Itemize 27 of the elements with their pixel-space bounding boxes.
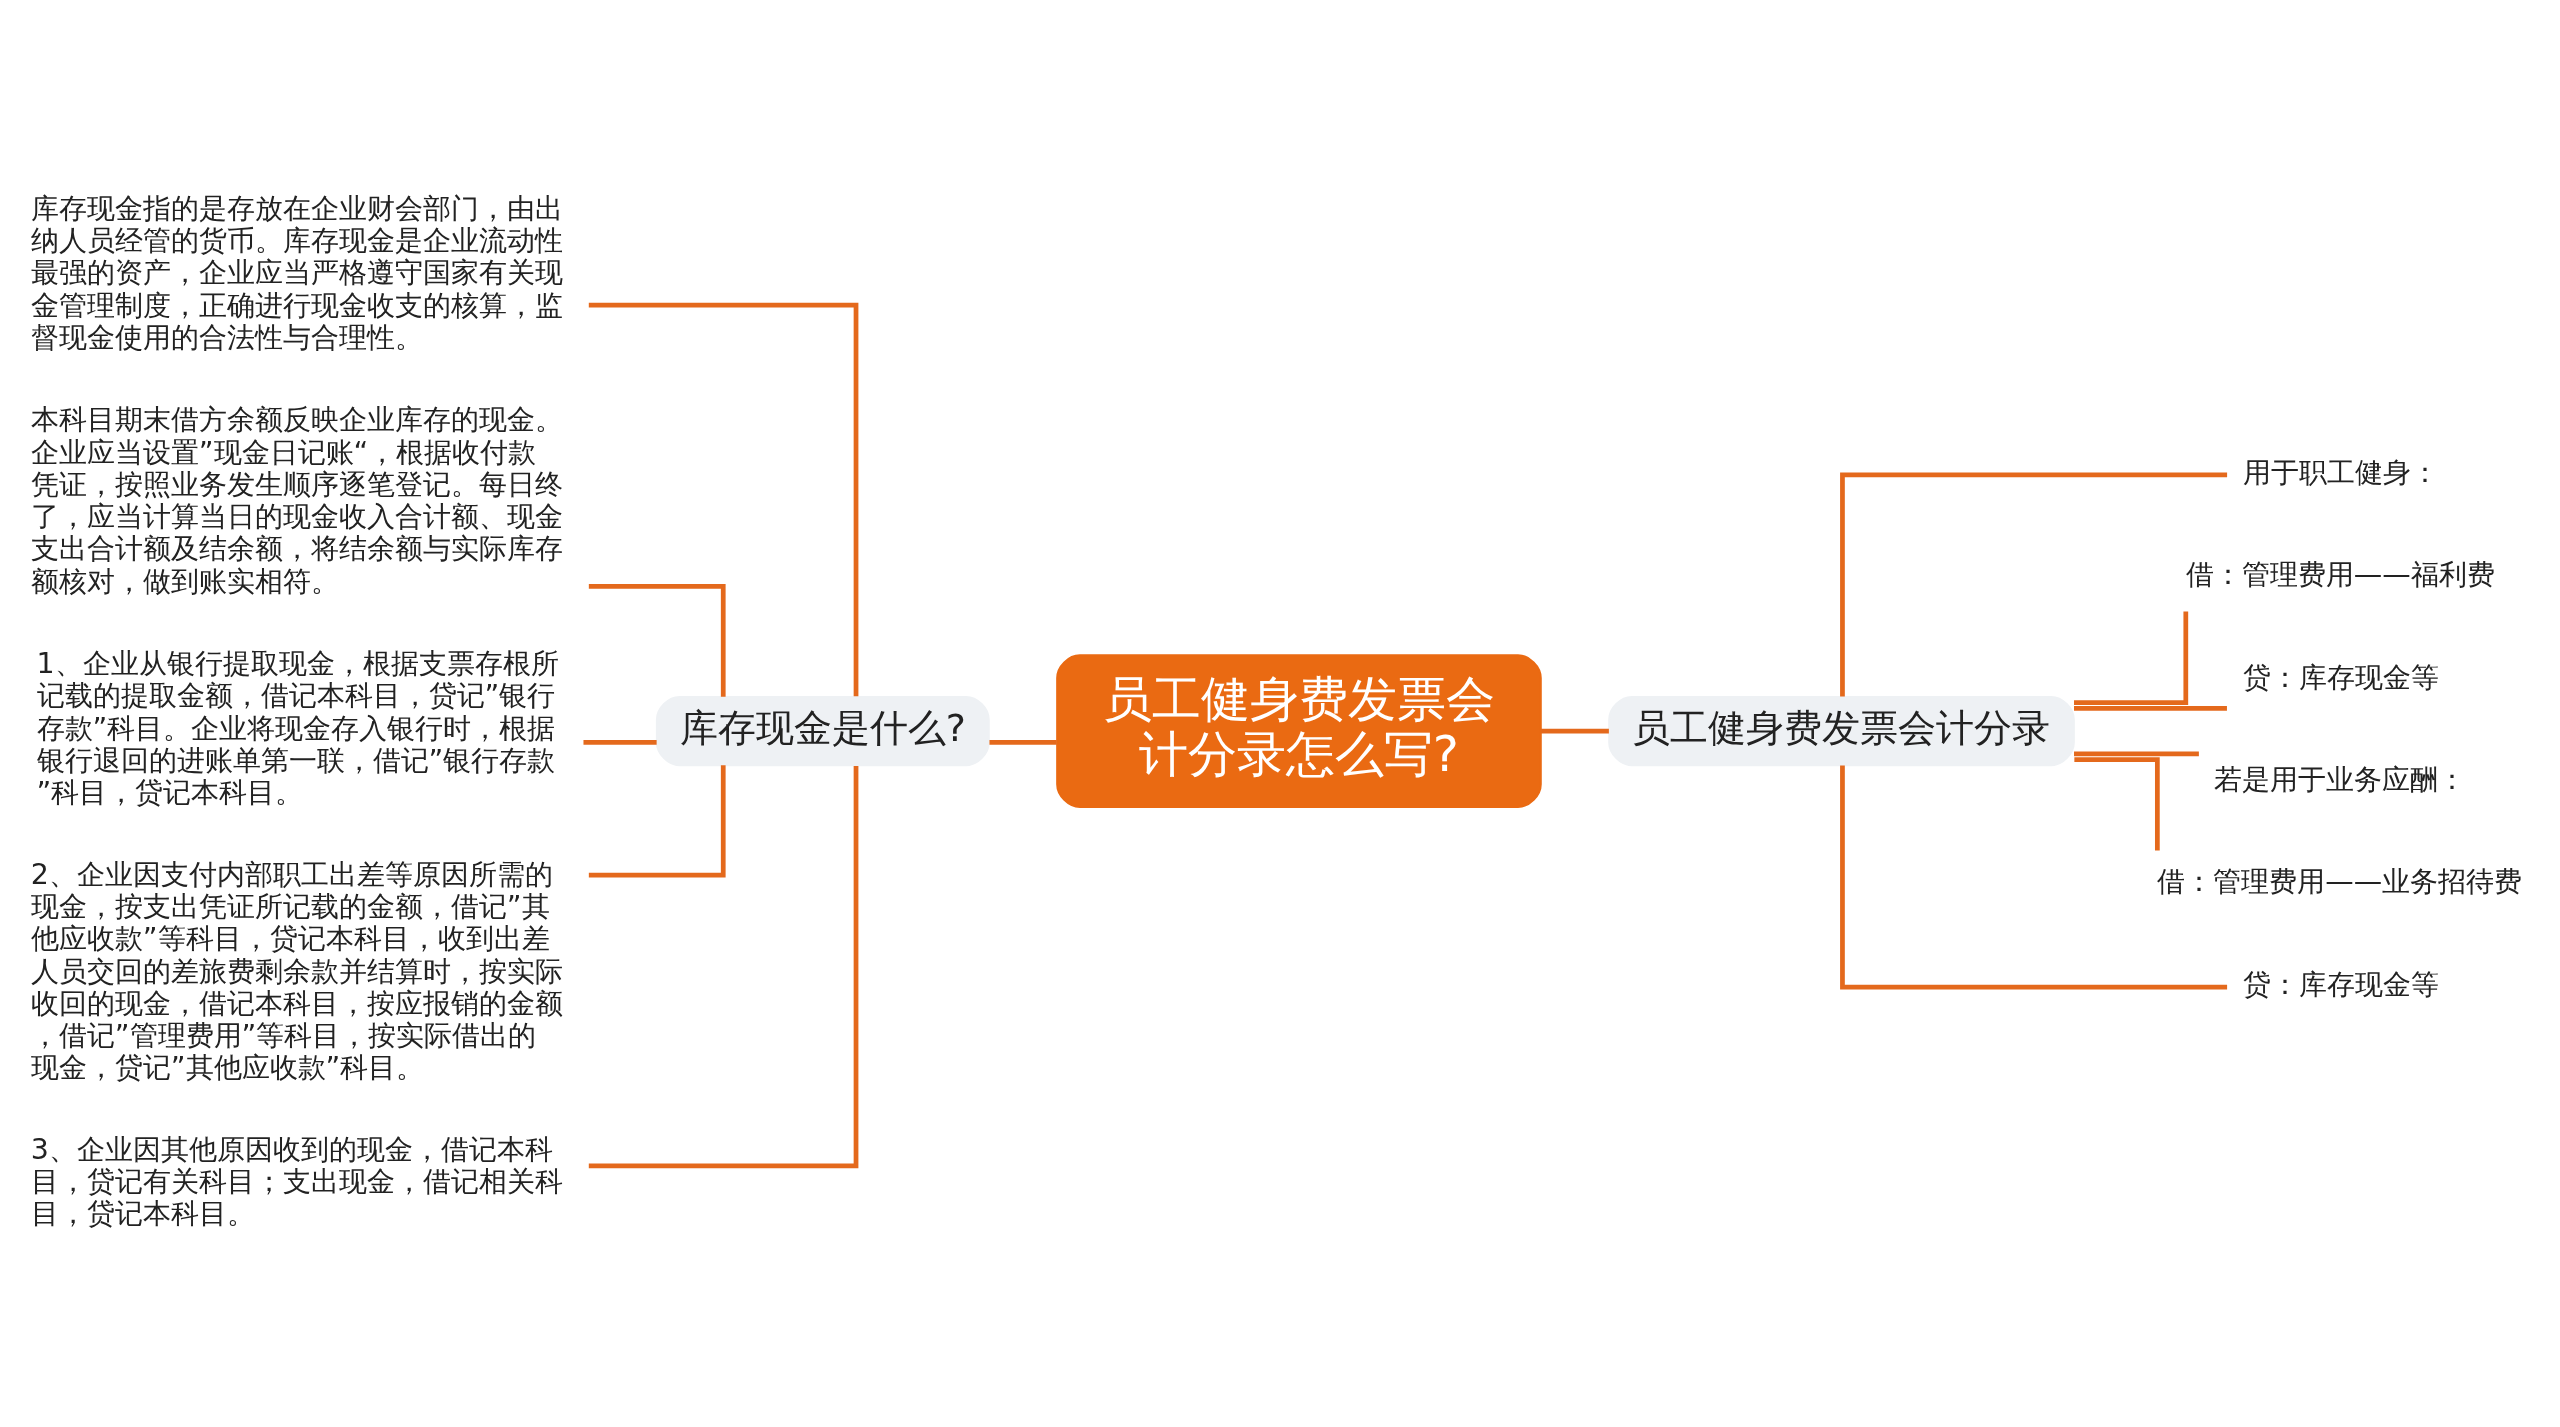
connector — [989, 739, 1057, 745]
connector — [588, 302, 859, 696]
connector — [2074, 750, 2199, 756]
connector — [2074, 705, 2227, 711]
node-text: 用于职工健身： — [2242, 455, 2439, 489]
node-text: 借：管理费用——福利费 — [2185, 557, 2495, 591]
node-text: 3、企业因其他原因收到的现金，借记本科目，贷记有关科目；支出现金，借记相关科目，贷记本科目。 — [30, 1132, 563, 1230]
connector — [2074, 611, 2189, 705]
node-box: 员工健身费发票会计分录怎么写? — [1056, 653, 1542, 808]
connector — [588, 765, 859, 1168]
node-text: 贷：库存现金等 — [2242, 967, 2439, 1001]
node-box: 库存现金是什么? — [655, 695, 990, 766]
node-text: 1、企业从银行提取现金，根据支票存根所记载的提取金额，借记本科目，贷记”银行存款”科目。企业将现金存入银行时，根据银行退回的进账单第一联，借记”银行存款”科目，贷记本科目。 — [36, 646, 559, 809]
node-text: 借：管理费用——业务招待费 — [2157, 864, 2523, 898]
node-text: 若是用于业务应酬： — [2214, 762, 2467, 796]
connector — [583, 739, 657, 745]
connector — [588, 583, 726, 697]
node-text: 2、企业因支付内部职工出差等原因所需的现金，按支出凭证所记载的金额，借记”其他应收款”等科目，贷记本科目，收到出差人员交回的差旅费剩余款并结算时，按实际收回的现金，借记本科目，按应报销的金额，借记”管理费用”等科目，按实际借出的现金，贷记”其他应收款”科目。 — [30, 857, 563, 1084]
connector — [588, 764, 726, 878]
connector — [1840, 765, 2228, 990]
connector — [1840, 472, 2228, 697]
node-text: 库存现金指的是存放在企业财会部门，由出纳人员经管的货币。库存现金是企业流动性最强的资产，企业应当严格遵守国家有关现金管理制度，正确进行现金收支的核算，监督现金使用的合法性与合理性。 — [30, 191, 563, 354]
node-box: 员工健身费发票会计分录 — [1608, 695, 2075, 766]
connector — [2074, 756, 2160, 851]
node-text: 本科目期末借方余额反映企业库存的现金。企业应当设置”现金日记账“，根据收付款凭证，按照业务发生顺序逐笔登记。每日终了，应当计算当日的现金收入合计额、现金支出合计额及结余额，将结余额与实际库存额核对，做到账实相符。 — [30, 402, 563, 598]
node-text: 贷：库存现金等 — [2242, 659, 2439, 693]
connector — [1540, 728, 1609, 733]
